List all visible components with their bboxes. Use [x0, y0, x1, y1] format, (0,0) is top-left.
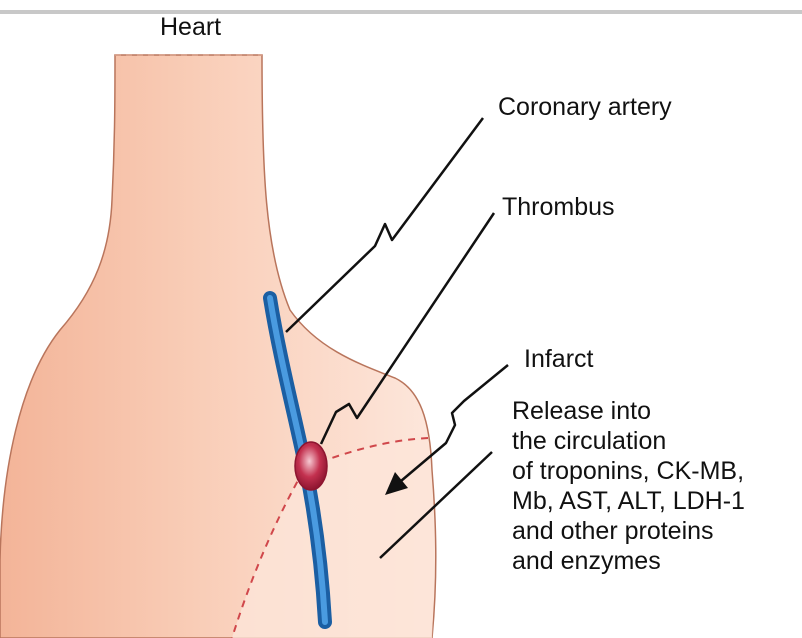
release-line: Mb, AST, ALT, LDH-1: [512, 486, 745, 516]
release-line: and enzymes: [512, 546, 745, 576]
coronary-artery-label: Coronary artery: [498, 92, 672, 122]
coronary-artery-leader: [286, 118, 483, 332]
release-line: and other proteins: [512, 516, 745, 546]
release-line: Release into: [512, 396, 745, 426]
top-rule: [0, 10, 802, 14]
release-line: the circulation: [512, 426, 745, 456]
release-label: Release into the circulation of troponin…: [512, 396, 745, 576]
release-line: of troponins, CK-MB,: [512, 456, 745, 486]
infarct-label: Infarct: [524, 344, 593, 374]
thrombus-label: Thrombus: [502, 192, 615, 222]
heart-label: Heart: [160, 12, 221, 42]
thrombus-clot: [295, 442, 327, 490]
